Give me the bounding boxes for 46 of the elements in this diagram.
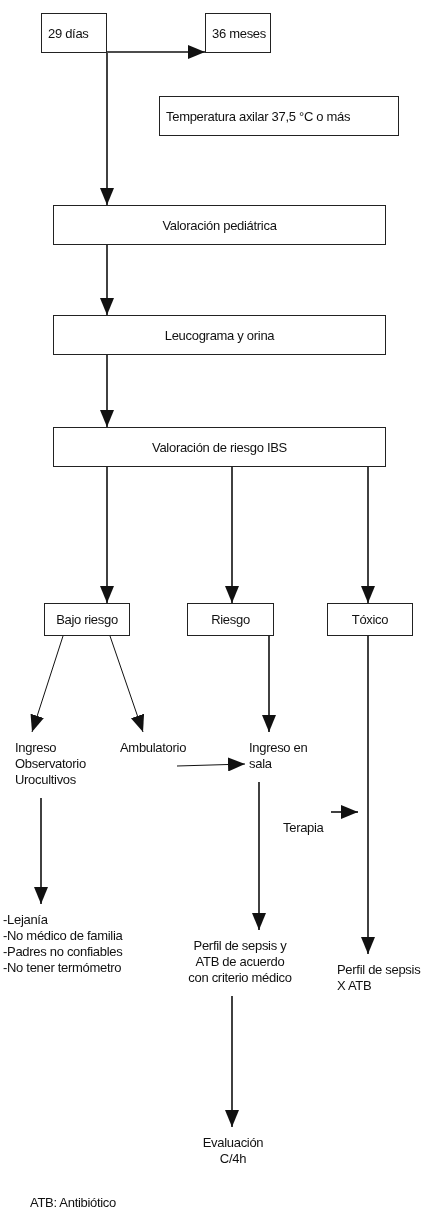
footnote-text: ATB: Antibiótico [30,1195,116,1210]
process-box [159,96,399,136]
arrow [225,466,239,604]
box-label: Leucograma y orina [164,327,275,343]
process-box [205,13,271,53]
box-label: Valoración de riesgo IBS [152,439,287,455]
arrow [252,781,266,931]
arrow [176,757,246,772]
box-label: Tóxico [351,612,389,627]
arrow [34,797,48,905]
process-box [53,315,386,355]
arrow [109,635,145,733]
node-text: Ingreso Observatorio Urocultivos [15,740,103,788]
list-item-text: -No tener termómetro [3,960,123,976]
process-box [44,603,130,636]
process-box [187,603,274,636]
arrow [100,466,114,604]
arrow [30,635,64,733]
node-text: Evaluación C/4h [193,1135,273,1167]
box-label: Temperatura axilar 37,5 °C o más [166,108,351,124]
list-item-text: -No médico de familia [3,928,124,944]
arrow [361,635,375,955]
arrow [225,995,239,1128]
arrow [100,52,114,206]
arrow [262,635,276,733]
node-text: Ambulatorio [120,740,204,756]
arrow [106,45,206,59]
process-box [53,205,386,245]
box-label: Riesgo [211,612,250,627]
arrow [361,466,375,604]
node-text: Perfil de sepsis X ATB [337,962,429,994]
box-label: Valoración pediátrica [162,217,277,233]
list-item-text: -Lejanía [3,912,49,928]
arrow [330,805,359,819]
node-text: Perfil de sepsis y ATB de acuerdo con criterio médico [176,938,304,986]
box-label: Bajo riesgo [56,612,118,627]
box-label: 36 meses [212,25,266,41]
process-box [327,603,413,636]
node-text: Ingreso en sala [249,740,325,772]
arrow [100,354,114,428]
box-label: 29 días [48,25,89,41]
process-box [41,13,107,53]
node-text: Terapia [283,820,335,836]
list-item-text: -Padres no confiables [3,944,124,960]
arrow [100,244,114,316]
process-box [53,427,386,467]
